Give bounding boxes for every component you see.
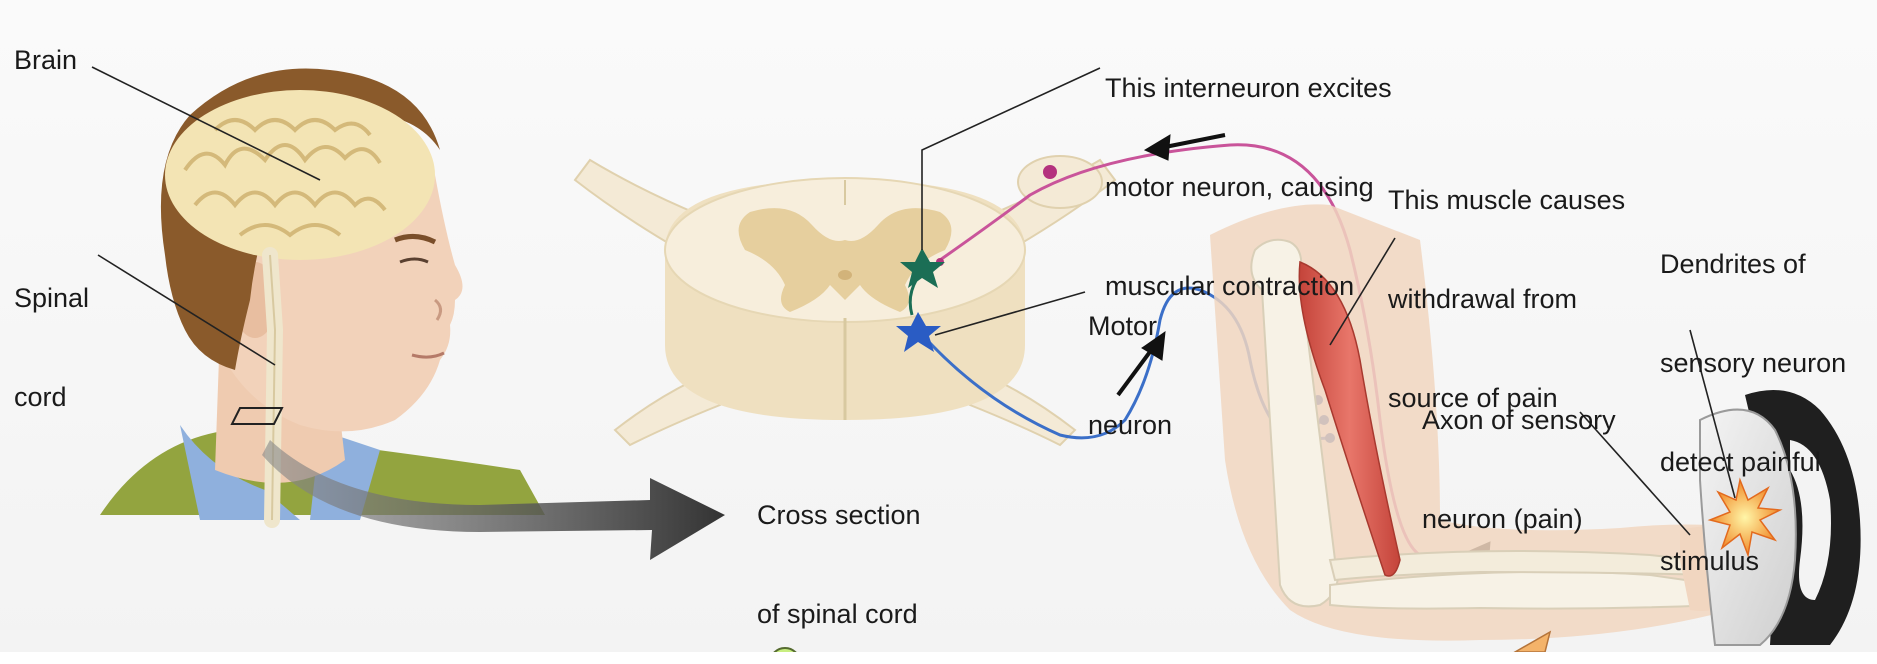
spinal-cord-label: Spinal cord [14,216,374,447]
brain-label: Brain [14,44,77,77]
cross-section-label: Cross section of spinal cord [757,433,1117,664]
sensory-cell-body [1043,165,1057,179]
axon-label-line-1: Axon of sensory [1422,404,1782,437]
interneuron-label-line-1: This interneuron excites [1105,72,1465,105]
spinal-cord-label-line-1: Spinal [14,282,374,315]
axon-label-line-2: neuron (pain) [1422,503,1782,536]
cross-section-label-line-2: of spinal cord [757,598,1117,631]
axon-label: Axon of sensory neuron (pain) [1422,338,1782,569]
dendrites-label-line-1: Dendrites of [1660,248,1875,281]
spinal-cord-label-line-2: cord [14,381,374,414]
cross-section-label-line-1: Cross section [757,499,1117,532]
